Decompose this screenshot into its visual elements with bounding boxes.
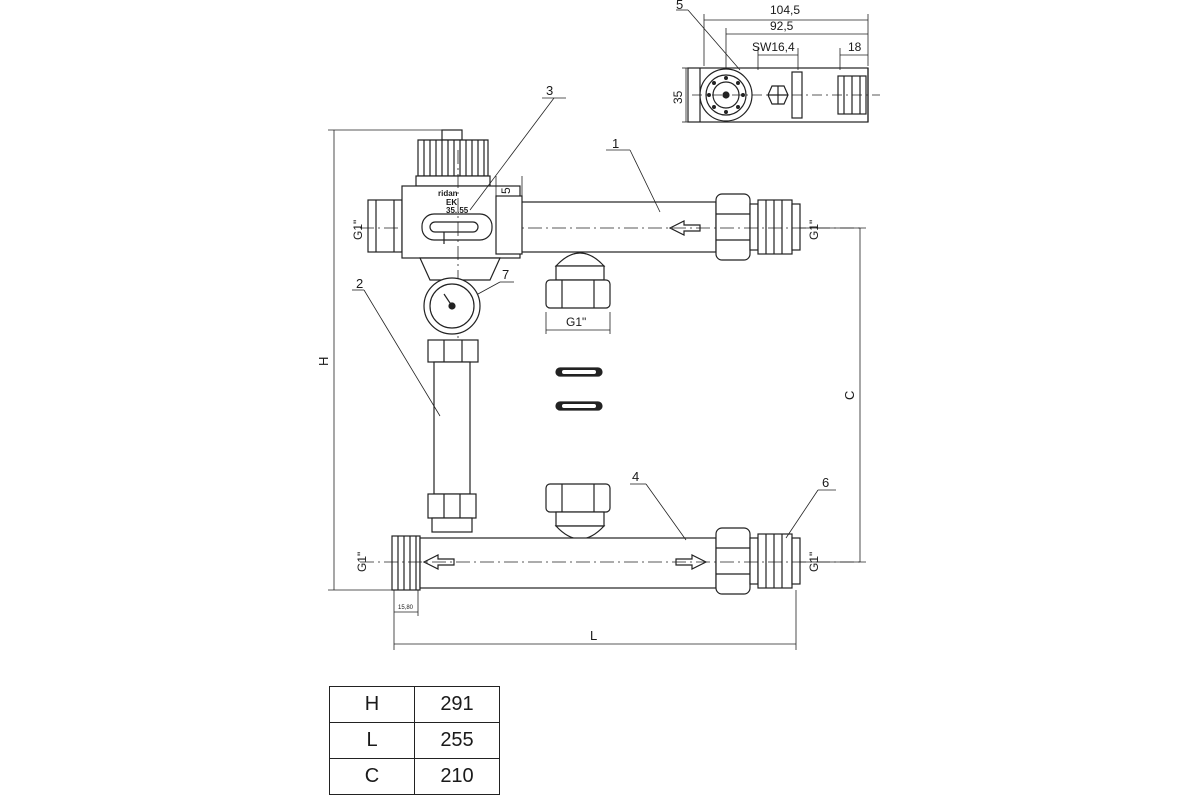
callout-2: 2 [356,276,363,291]
logo-line2: EK [446,198,457,207]
thermostatic-valve [401,129,523,500]
dim-H: H [316,357,331,366]
dim-overall: 104,5 [770,3,800,17]
dim-L: L [590,628,597,643]
thread-return-left: G1" [355,552,369,572]
dim-five: 5 [499,187,513,194]
callout-leaders [352,97,836,541]
dim-small: 15,80 [398,605,414,611]
table-value: 255 [414,722,500,759]
table-row: L 255 [329,722,500,759]
thread-pump-port: G1" [566,315,586,329]
dim-wrench: SW16,4 [752,40,795,54]
return-pipe [360,527,860,595]
callout-4: 4 [632,469,639,484]
table-value: 210 [414,758,500,795]
table-value: 291 [414,686,500,723]
callout-6: 6 [822,475,829,490]
callout-7: 7 [502,267,509,282]
top-view [676,9,880,123]
dim-inner: 92,5 [770,19,794,33]
dim-height: 35 [671,90,685,104]
logo-line3: 35..55 [446,206,469,215]
table-key: C [329,758,415,795]
callout-1: 1 [612,136,619,151]
table-key: L [329,722,415,759]
thread-supply-left: G1" [351,220,365,240]
dimension-lines [328,129,866,650]
dim-end: 18 [848,40,862,54]
callout-5: 5 [676,0,683,12]
thread-return-right: G1" [807,552,821,572]
table-row: H 291 [329,686,500,723]
bypass-pipe [427,361,477,533]
callout-3: 3 [546,83,553,98]
pump-connectors [545,252,611,540]
dim-C: C [842,391,857,400]
dimensions-table: H 291 L 255 C 210 [329,686,500,795]
logo-brand: ridan [438,189,458,198]
table-key: H [329,686,415,723]
thread-supply-right: G1" [807,220,821,240]
thermometer-gauge [423,277,481,363]
table-row: C 210 [329,758,500,795]
